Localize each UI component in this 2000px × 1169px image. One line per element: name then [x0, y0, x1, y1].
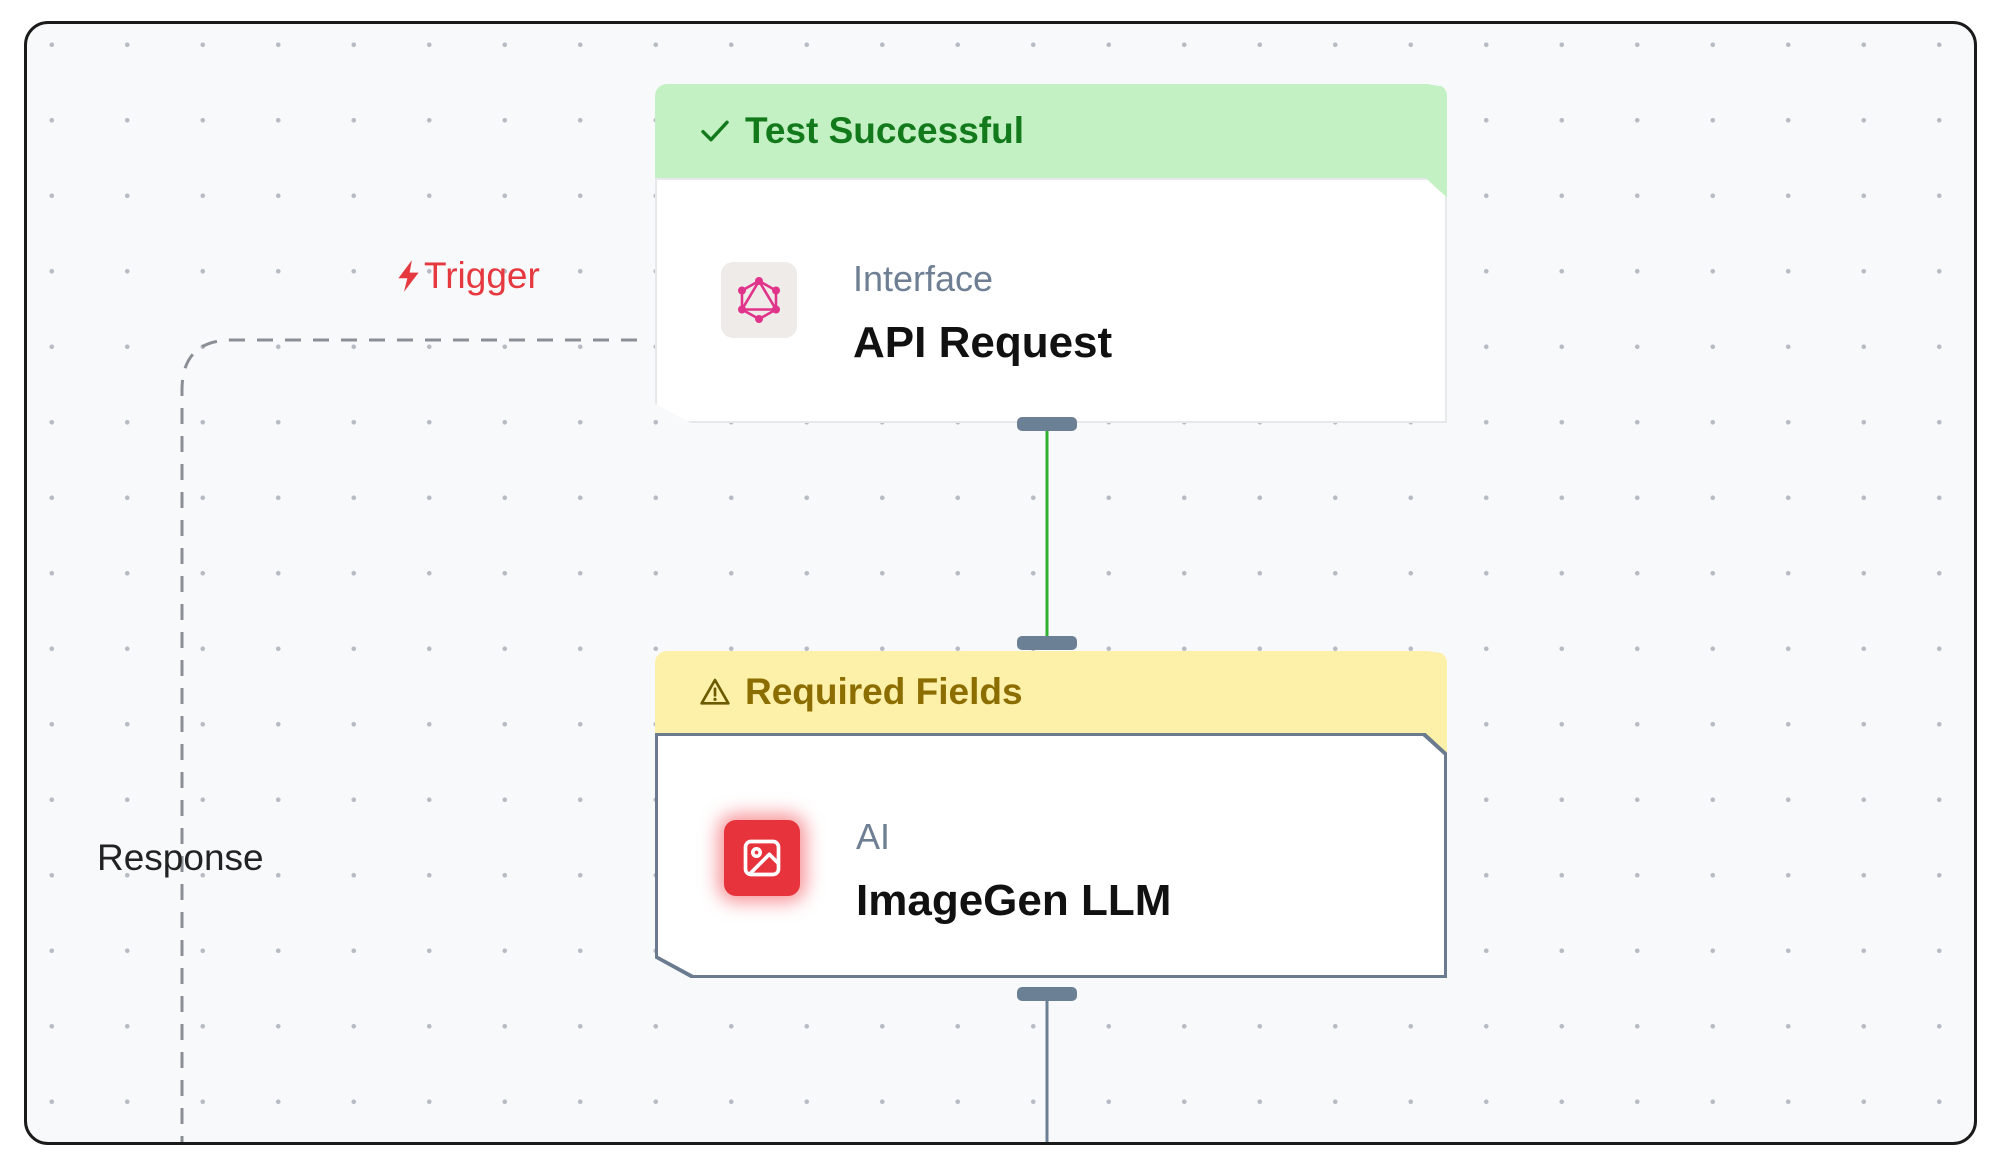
edges-layer — [180, 338, 1049, 1145]
node-body[interactable]: AI ImageGen LLM — [655, 733, 1447, 978]
warning-icon — [700, 678, 730, 705]
node-api-request[interactable]: Test Successful Interface API Request — [655, 84, 1447, 423]
lightning-icon — [398, 260, 419, 292]
status-text: Test Successful — [745, 110, 1024, 151]
node-title: ImageGen LLM — [856, 876, 1172, 925]
node-category: Interface — [853, 258, 994, 299]
response-label: Response — [97, 837, 264, 878]
node-imagegen-llm[interactable]: Required Fields AI ImageGen LLM — [655, 651, 1447, 978]
node-icon-box — [721, 262, 797, 338]
node-icon-box — [724, 820, 800, 896]
trigger-label: Trigger — [395, 255, 540, 297]
image-icon — [743, 839, 781, 877]
response-edge[interactable] — [180, 338, 637, 1145]
trigger-label-text: Trigger — [424, 255, 540, 296]
node-title: API Request — [853, 318, 1113, 367]
check-icon — [701, 120, 729, 142]
output-handle[interactable] — [1017, 987, 1077, 1001]
node-body[interactable]: Interface API Request — [655, 178, 1447, 423]
node-category: AI — [856, 816, 891, 857]
input-handle[interactable] — [1017, 636, 1077, 650]
status-text: Required Fields — [745, 671, 1023, 712]
workflow-canvas[interactable]: Trigger Response Test Successful — [24, 21, 1977, 1145]
graphql-icon — [738, 277, 780, 323]
output-handle[interactable] — [1017, 417, 1077, 431]
